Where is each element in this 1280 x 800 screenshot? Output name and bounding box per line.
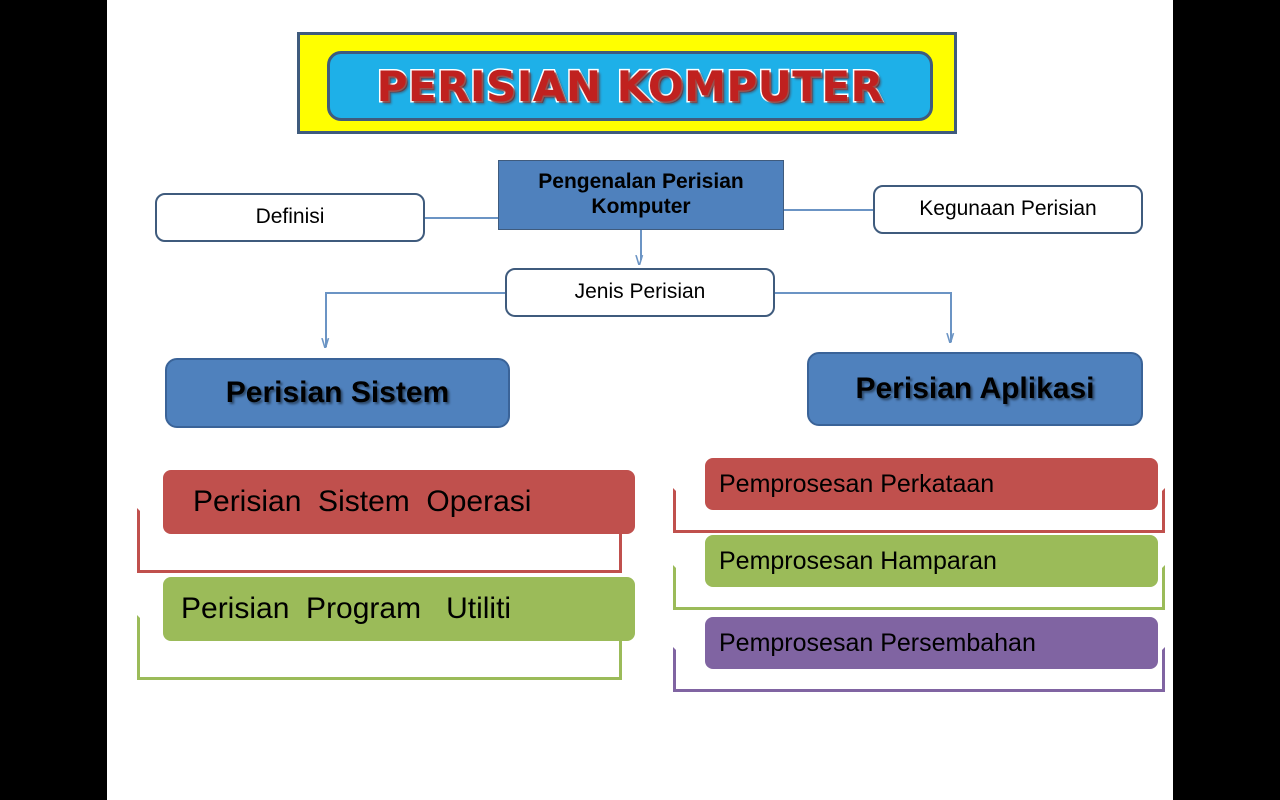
arrow-down-icon-root-jenis: ∨ [633,250,646,269]
list-item-label[interactable]: Pemprosesan Perkataan [705,458,1158,510]
letterbox-bar-right [1173,0,1280,800]
letterbox-bar-left [0,0,107,800]
connector-jenis-sistem-h [325,292,505,294]
connector-jenis-sistem-v [325,292,327,347]
node-pengenalan-perisian-komputer[interactable]: Pengenalan Perisian Komputer [498,160,784,230]
list-item-label[interactable]: Pemprosesan Persembahan [705,617,1158,669]
list-item[interactable]: Pemprosesan Perkataan [667,458,1187,538]
list-item-label[interactable]: Perisian Program Utiliti [163,577,635,641]
connector-definisi-root [425,217,498,219]
list-item[interactable]: Perisian Sistem Operasi [127,470,637,575]
node-kegunaan-perisian[interactable]: Kegunaan Perisian [873,185,1143,234]
title-banner: PERISIAN KOMPUTER [297,32,957,134]
list-item[interactable]: Perisian Program Utiliti [127,577,637,682]
bracket-outline [673,647,1165,692]
bracket-outline [137,508,622,573]
list-item[interactable]: Pemprosesan Hamparan [667,535,1187,615]
connector-jenis-aplikasi-v [950,292,952,342]
bracket-outline [137,615,622,680]
arrow-down-icon-sistem: ∨ [319,333,332,352]
node-perisian-sistem[interactable]: Perisian Sistem [165,358,510,428]
list-item[interactable]: Pemprosesan Persembahan [667,617,1187,697]
bracket-outline [673,565,1165,610]
node-definisi[interactable]: Definisi [155,193,425,242]
arrow-down-icon-aplikasi: ∨ [944,328,957,347]
node-perisian-aplikasi[interactable]: Perisian Aplikasi [807,352,1143,426]
list-item-label[interactable]: Pemprosesan Hamparan [705,535,1158,587]
connector-root-jenis [640,230,642,260]
page-title: PERISIAN KOMPUTER [375,60,884,112]
connector-jenis-aplikasi-h [775,292,951,294]
title-banner-inner: PERISIAN KOMPUTER [327,51,933,121]
list-item-label[interactable]: Perisian Sistem Operasi [163,470,635,534]
connector-root-kegunaan [784,209,873,211]
node-jenis-perisian[interactable]: Jenis Perisian [505,268,775,317]
bracket-outline [673,488,1165,533]
slide-canvas: PERISIAN KOMPUTER ∨ ∨ ∨ Pengenalan Peris… [107,0,1173,800]
